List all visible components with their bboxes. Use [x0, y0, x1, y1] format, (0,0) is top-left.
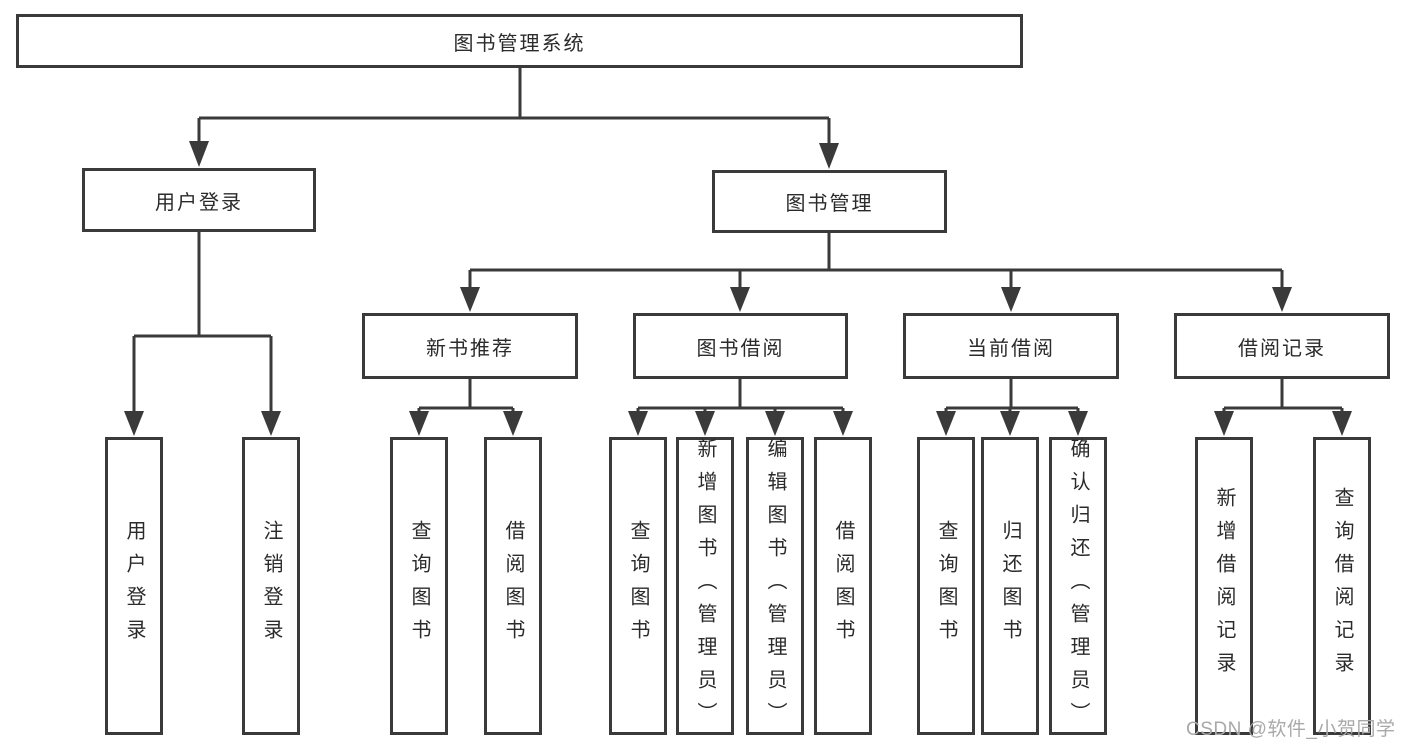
node-label: 编辑图书（管理员）: [764, 437, 786, 735]
node-label: 注销登录: [260, 520, 282, 652]
node-book-management: 图书管理: [712, 170, 947, 233]
node-book-borrowing: 图书借阅: [633, 313, 848, 379]
leaf-query-borrow-record: 查询借阅记录: [1313, 437, 1371, 735]
node-label: 查询图书: [408, 520, 430, 652]
node-label: 新书推荐: [426, 337, 514, 360]
node-label: 借阅记录: [1238, 337, 1326, 360]
leaf-edit-book-admin: 编辑图书（管理员）: [746, 437, 804, 735]
node-library-system: 图书管理系统: [16, 14, 1023, 68]
node-label: 借阅图书: [502, 520, 524, 652]
node-label: 查询借阅记录: [1331, 487, 1353, 685]
node-label: 用户登录: [155, 191, 243, 214]
leaf-logout: 注销登录: [242, 437, 300, 735]
node-label: 确认归还（管理员）: [1067, 437, 1089, 735]
node-label: 新增图书（管理员）: [694, 437, 716, 735]
node-label: 图书管理系统: [453, 32, 586, 55]
node-label: 图书管理: [785, 193, 874, 215]
leaf-add-borrow-record: 新增借阅记录: [1195, 437, 1253, 735]
node-label: 图书借阅: [696, 337, 785, 360]
node-current-borrowing: 当前借阅: [903, 313, 1119, 379]
leaf-query-books-current: 查询图书: [917, 437, 975, 735]
leaf-return-book: 归还图书: [981, 437, 1039, 735]
leaf-query-books-recommend: 查询图书: [390, 437, 448, 735]
node-label: 查询图书: [627, 520, 649, 652]
leaf-user-login: 用户登录: [105, 437, 163, 735]
leaf-borrow-books-recommend: 借阅图书: [484, 437, 542, 735]
node-label: 查询图书: [935, 520, 957, 652]
leaf-borrow-books-borrowing: 借阅图书: [814, 437, 872, 735]
watermark: CSDN @软件_小贺同学: [1186, 719, 1396, 740]
node-label: 新增借阅记录: [1213, 487, 1235, 685]
node-label: 当前借阅: [967, 337, 1055, 360]
node-label: 归还图书: [999, 520, 1021, 652]
leaf-query-books-borrowing: 查询图书: [609, 437, 667, 735]
node-borrowing-records: 借阅记录: [1174, 313, 1390, 379]
leaf-confirm-return-admin: 确认归还（管理员）: [1049, 437, 1107, 735]
node-user-login-branch: 用户登录: [82, 168, 316, 232]
node-label: 用户登录: [123, 520, 145, 652]
leaf-add-book-admin: 新增图书（管理员）: [676, 437, 734, 735]
node-label: 借阅图书: [832, 520, 854, 652]
node-new-book-recommend: 新书推荐: [362, 313, 578, 379]
